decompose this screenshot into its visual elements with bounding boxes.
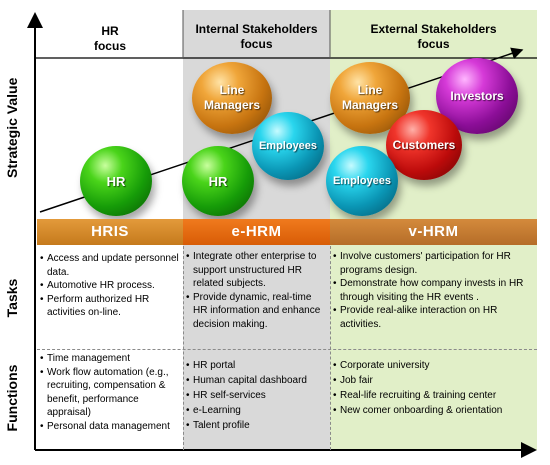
function-item: New comer onboarding & orientation bbox=[333, 403, 533, 418]
functions-label: Functions bbox=[4, 364, 20, 432]
tasks-hris: Access and update personnel data. Automo… bbox=[40, 252, 180, 320]
sphere-hr-column2: HR bbox=[182, 146, 254, 216]
function-item: Corporate university bbox=[333, 358, 533, 373]
tasks-label: Tasks bbox=[4, 278, 20, 318]
task-item: Demonstrate how company invests in HR th… bbox=[333, 277, 533, 304]
function-item: HR portal bbox=[186, 358, 328, 373]
bar-ehrm: e-HRM bbox=[183, 219, 330, 245]
functions-ehrm: HR portal Human capital dashboard HR sel… bbox=[186, 358, 328, 433]
function-item: Personal data management bbox=[40, 420, 180, 434]
function-item: Time management bbox=[40, 352, 180, 366]
function-item: Talent profile bbox=[186, 418, 328, 433]
sphere-hr-column1: HR bbox=[80, 146, 152, 216]
external-stakeholders-header: External Stakeholders focus bbox=[370, 22, 497, 51]
tasks-vhrm: Involve customers' participation for HR … bbox=[333, 250, 533, 331]
function-item: e-Learning bbox=[186, 403, 328, 418]
bar-vhrm: v-HRM bbox=[330, 219, 537, 245]
sphere-employees-external: Employees bbox=[326, 146, 398, 216]
strategic-value-label: Strategic Value bbox=[4, 77, 20, 178]
task-item: Involve customers' participation for HR … bbox=[333, 250, 533, 277]
task-item: Access and update personnel data. bbox=[40, 252, 180, 279]
task-item: Provide real-alike interaction on HR act… bbox=[333, 304, 533, 331]
task-item: Provide dynamic, real-time HR informatio… bbox=[186, 291, 328, 332]
function-item: Human capital dashboard bbox=[186, 373, 328, 388]
function-item: Job fair bbox=[333, 373, 533, 388]
functions-hris: Time management Work flow automation (e.… bbox=[40, 352, 180, 433]
internal-stakeholders-header: Internal Stakeholders focus bbox=[195, 22, 318, 51]
function-item: Work flow automation (e.g., recruiting, … bbox=[40, 366, 180, 420]
tasks-ehrm: Integrate other enterprise to support un… bbox=[186, 250, 328, 331]
task-item: Automotive HR process. bbox=[40, 279, 180, 293]
column-divider-2 bbox=[330, 246, 331, 450]
functions-vhrm: Corporate university Job fair Real-life … bbox=[333, 358, 533, 418]
function-item: HR self-services bbox=[186, 388, 328, 403]
hr-focus-header: HR focus bbox=[93, 24, 126, 53]
sphere-customers: Customers bbox=[386, 110, 462, 180]
tasks-functions-divider bbox=[37, 349, 537, 350]
column-divider-1 bbox=[183, 246, 184, 450]
bar-hris: HRIS bbox=[37, 219, 183, 245]
sphere-line-managers-internal: Line Managers bbox=[192, 62, 272, 134]
sphere-employees-internal: Employees bbox=[252, 112, 324, 180]
task-item: Perform authorized HR activities on-line… bbox=[40, 293, 180, 320]
task-item: Integrate other enterprise to support un… bbox=[186, 250, 328, 291]
function-item: Real-life recruiting & training center bbox=[333, 388, 533, 403]
